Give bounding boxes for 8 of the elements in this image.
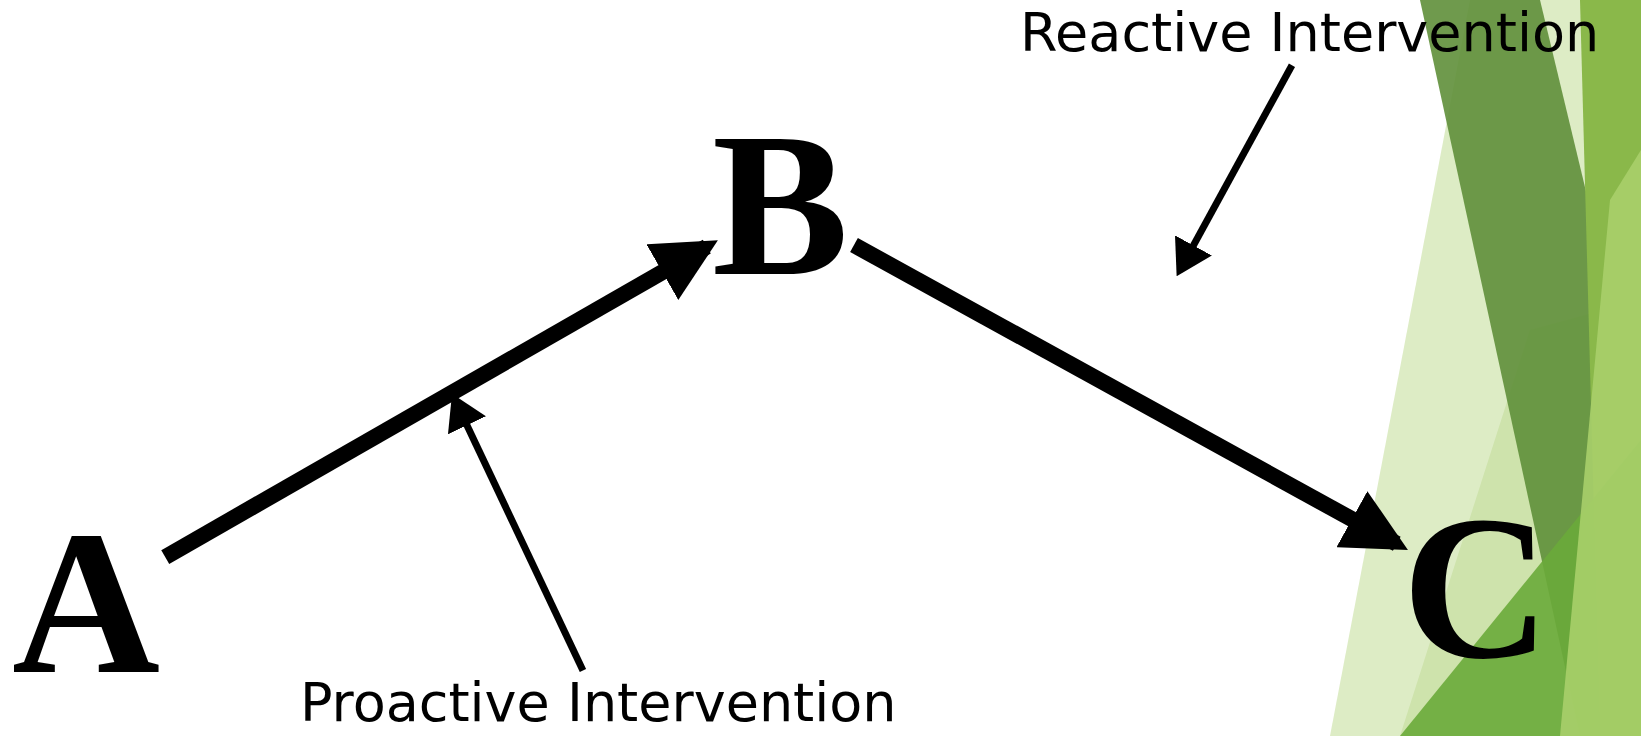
variable-letter: A bbox=[12, 500, 161, 705]
arrow bbox=[850, 238, 1408, 551]
intervention-label: Reactive Intervention bbox=[1020, 6, 1600, 60]
arrow bbox=[1175, 63, 1296, 277]
variable-letter: C bbox=[1402, 485, 1551, 690]
variable-letter: B bbox=[712, 102, 849, 307]
arrow bbox=[161, 239, 718, 565]
intervention-label: Proactive Intervention bbox=[300, 676, 897, 730]
